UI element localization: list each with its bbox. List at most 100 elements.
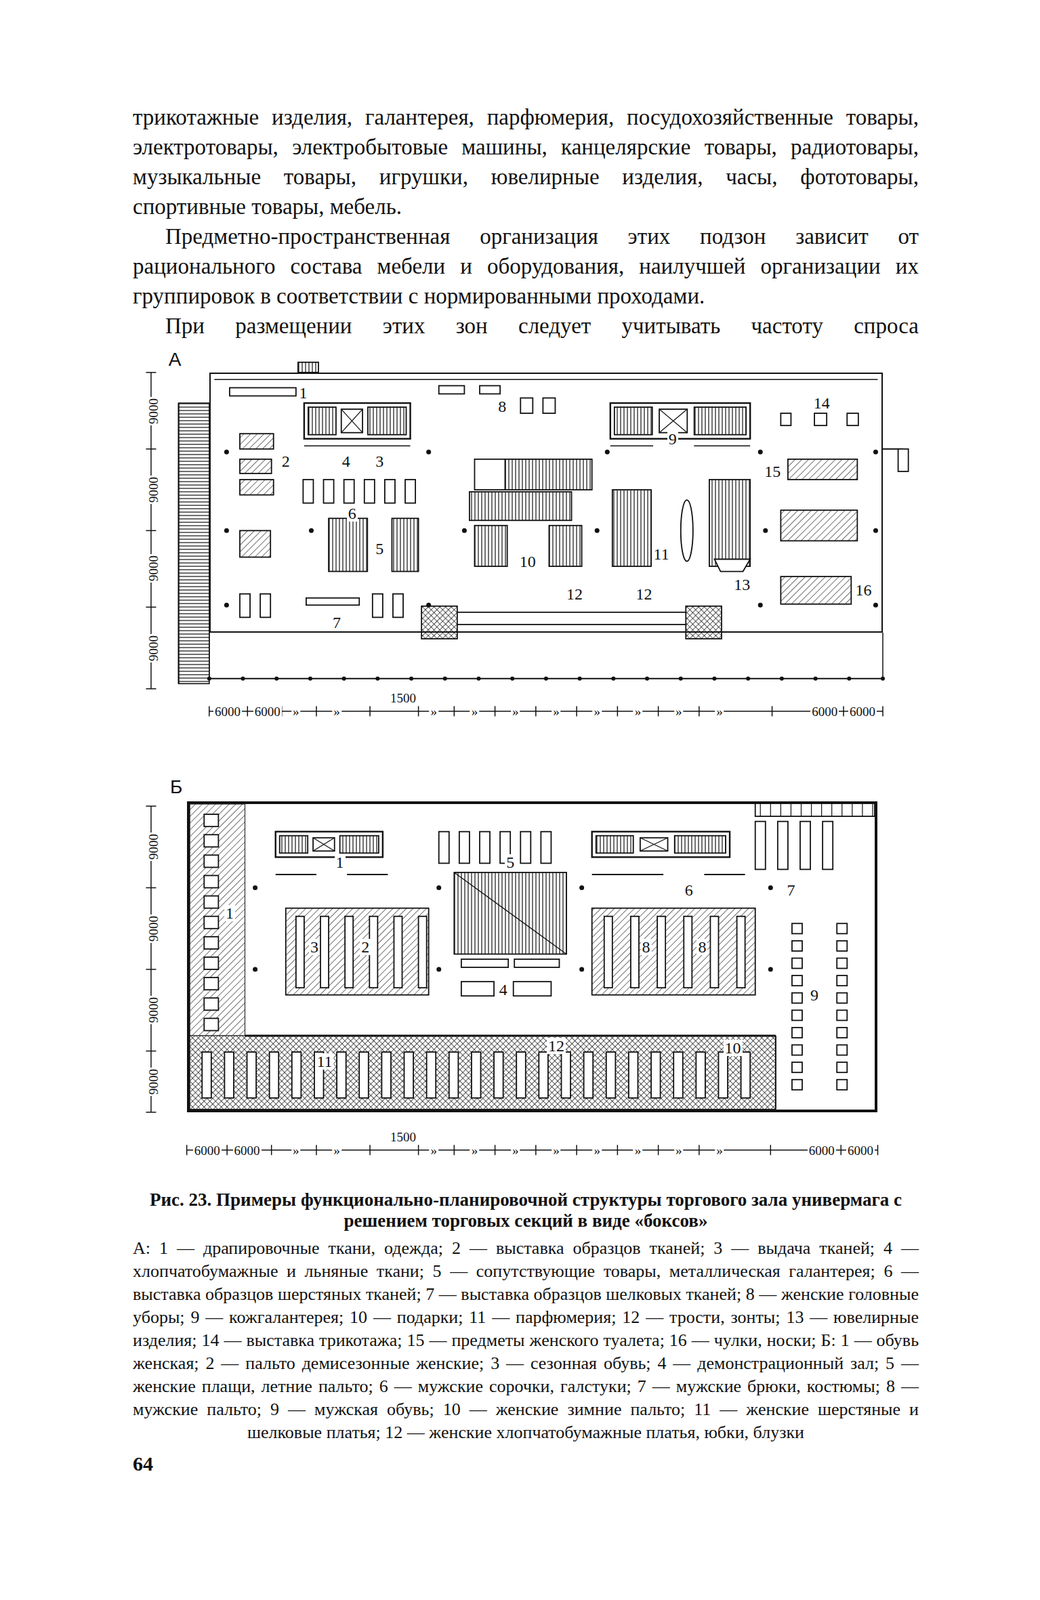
column [873, 449, 879, 455]
wall-line [861, 802, 863, 817]
dimension-line [226, 1145, 228, 1156]
fixture [612, 489, 652, 567]
column [252, 967, 258, 973]
dimension: 6000 [193, 1143, 222, 1157]
fixture [239, 433, 274, 450]
fixture [364, 479, 375, 504]
column [873, 528, 879, 534]
dimension-line [186, 1145, 188, 1156]
dimension: 6000 [848, 704, 877, 718]
dimension-line [535, 705, 537, 717]
fixture [674, 836, 726, 854]
fixture [461, 981, 494, 996]
fixture [542, 397, 555, 414]
callout-number: 5 [373, 540, 385, 557]
fixture [836, 958, 847, 969]
dimension-line [657, 705, 660, 717]
fixture [418, 916, 427, 988]
fixture [606, 1052, 616, 1099]
dimension: » [674, 704, 684, 718]
fixture [800, 821, 811, 870]
fixture [285, 908, 429, 996]
column [436, 885, 442, 891]
wall-line [790, 802, 792, 817]
wall-line [780, 802, 782, 817]
column [308, 528, 314, 534]
fixture [493, 1052, 504, 1099]
callout-number: 12 [634, 586, 654, 603]
column [579, 885, 585, 891]
fixture [792, 1062, 803, 1073]
callout-number: 2 [280, 453, 292, 470]
wall-line [208, 632, 211, 679]
dimension-line [186, 1149, 879, 1152]
wall-line [346, 874, 388, 876]
fixture [680, 500, 694, 561]
dimension-line [842, 705, 845, 717]
column [779, 676, 784, 681]
dimension: » [428, 1143, 439, 1157]
fixture [453, 872, 567, 955]
fixture [695, 1052, 706, 1099]
column [611, 676, 616, 681]
callout-number: 10 [518, 553, 538, 570]
column [224, 528, 230, 534]
callout-number: 8 [640, 939, 652, 956]
column [224, 602, 230, 608]
fixture [313, 838, 335, 852]
dimension-line [145, 688, 156, 690]
wall-line [693, 445, 751, 447]
dimension: » [510, 704, 521, 718]
callout-number: 5 [504, 854, 516, 871]
fixture [822, 821, 833, 870]
fixture [203, 896, 219, 909]
column [476, 676, 481, 681]
fixture [836, 1079, 847, 1091]
fixture [341, 409, 363, 433]
fixture [426, 1052, 437, 1099]
dimension: » [331, 704, 342, 718]
dimension-line [770, 1145, 772, 1156]
callout-number: 11 [315, 1053, 334, 1070]
fixture [474, 525, 507, 567]
floor-plan: Б [186, 801, 879, 1113]
callout-number: 12 [565, 586, 585, 603]
wall-line [178, 403, 180, 684]
dimension-line [617, 705, 619, 717]
fixture [792, 958, 803, 969]
wall-line [275, 874, 317, 876]
column [762, 528, 768, 534]
column [443, 676, 448, 681]
column [342, 676, 347, 681]
fixture [203, 997, 219, 1011]
fixture [561, 1052, 572, 1099]
dimension: 9000 [146, 397, 160, 426]
fixture [836, 1010, 847, 1021]
fixture [741, 1052, 751, 1099]
dimension-line [145, 968, 156, 971]
floor-plan: А [209, 372, 883, 633]
plan-fixtures [178, 362, 909, 1110]
dimension: 9000 [146, 995, 160, 1025]
column [745, 676, 751, 681]
callout-number: 12 [546, 1037, 566, 1055]
wall-line [245, 1034, 776, 1037]
dimension-line [271, 1145, 273, 1156]
fixture [836, 993, 847, 1004]
fixture [792, 1010, 803, 1021]
fixture [304, 403, 411, 440]
callout-number: 16 [853, 581, 873, 599]
fixture [505, 459, 593, 490]
plan-letter: Б [170, 777, 183, 797]
fixture [384, 479, 395, 504]
wall-line [453, 872, 567, 955]
fixture [846, 413, 859, 426]
fixture [683, 916, 692, 988]
wall-line [775, 1035, 777, 1110]
column [873, 602, 879, 608]
fixture [279, 836, 308, 854]
fixture [614, 407, 653, 435]
dimension-line [882, 705, 884, 717]
fixture [792, 993, 803, 1004]
wall-line [851, 802, 853, 817]
